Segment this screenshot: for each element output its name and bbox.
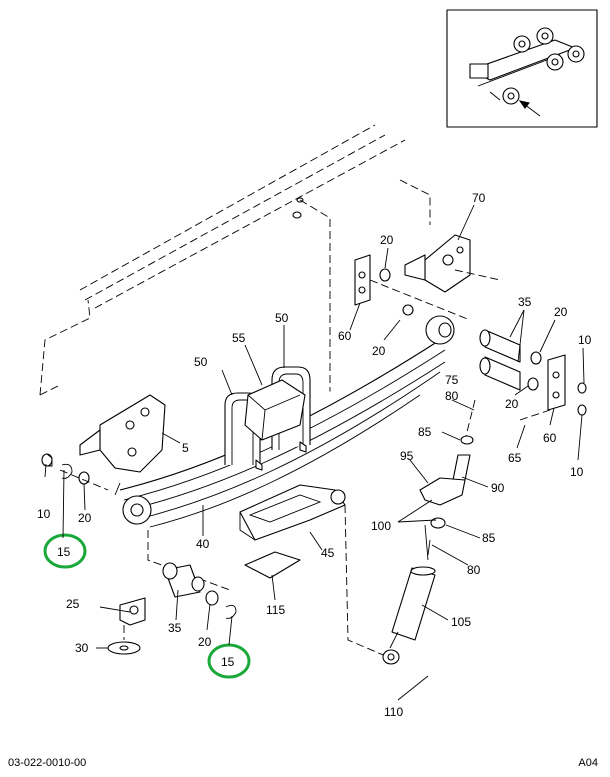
callout-25: 25: [66, 597, 80, 611]
callout-35-upper: 35: [518, 295, 532, 309]
callout-50-right: 50: [275, 311, 289, 325]
sheet-code: A04: [578, 757, 598, 769]
callout-90: 90: [491, 481, 505, 495]
callout-20-right-bottom: 20: [505, 397, 519, 411]
callout-30: 30: [75, 641, 89, 655]
callout-10-right-bottom: 10: [570, 465, 584, 479]
callout-45: 45: [321, 546, 335, 560]
callout-20-hanger-bottom: 20: [372, 344, 386, 358]
callout-10-left: 10: [37, 507, 51, 521]
callout-110: 110: [384, 705, 403, 719]
callout-40: 40: [196, 537, 210, 551]
callout-5: 5: [182, 441, 189, 455]
u-bolts-and-spacer: [224, 366, 311, 471]
inset-locator-view: [446, 9, 598, 128]
callout-50-left: 50: [194, 355, 208, 369]
callout-80-upper: 80: [445, 389, 459, 403]
callout-20-hanger-top: 20: [380, 233, 394, 247]
callout-35-lower: 35: [168, 621, 182, 635]
callout-115: 115: [266, 603, 285, 617]
callout-20-lower: 20: [198, 635, 212, 649]
callout-85-lower: 85: [482, 531, 496, 545]
front-hanger-bracket: [79, 394, 166, 473]
callout-105: 105: [451, 615, 471, 629]
spring-seat: [239, 484, 396, 661]
callout-55: 55: [232, 331, 246, 345]
callout-60-right: 60: [543, 431, 557, 445]
callout-75: 75: [445, 373, 459, 387]
callout-20-right-top: 20: [554, 305, 568, 319]
callout-80-lower: 80: [467, 563, 481, 577]
callout-15-bottom: 15: [221, 655, 235, 669]
callout-60-left: 60: [338, 329, 352, 343]
callouts: 5 10 15 20 40 25 30 35 20 15 50 55 50 45…: [37, 191, 592, 719]
inset-arrow-icon: [518, 100, 541, 117]
callout-20-left: 20: [78, 511, 92, 525]
leader-lines: [44, 204, 585, 701]
front-pin-hardware: [41, 453, 109, 491]
document-number: 03-022-0010-00: [8, 757, 87, 769]
lower-shackle-parts: [107, 530, 237, 655]
callout-10-right-top: 10: [578, 333, 592, 347]
callout-95: 95: [400, 449, 414, 463]
callout-15-left: 15: [57, 545, 71, 559]
rear-shackle-pins: [479, 329, 587, 421]
inset-truck-chassis-icon: [469, 27, 585, 105]
callout-85-upper: 85: [418, 425, 432, 439]
highlight-circle-15-left: [43, 533, 87, 569]
shock-absorber-assembly: [382, 399, 476, 665]
callout-70: 70: [472, 191, 486, 205]
callout-100: 100: [371, 519, 391, 533]
callout-65: 65: [508, 451, 522, 465]
frame-rail: [39, 124, 431, 400]
rear-hanger-assembly: [354, 234, 501, 321]
